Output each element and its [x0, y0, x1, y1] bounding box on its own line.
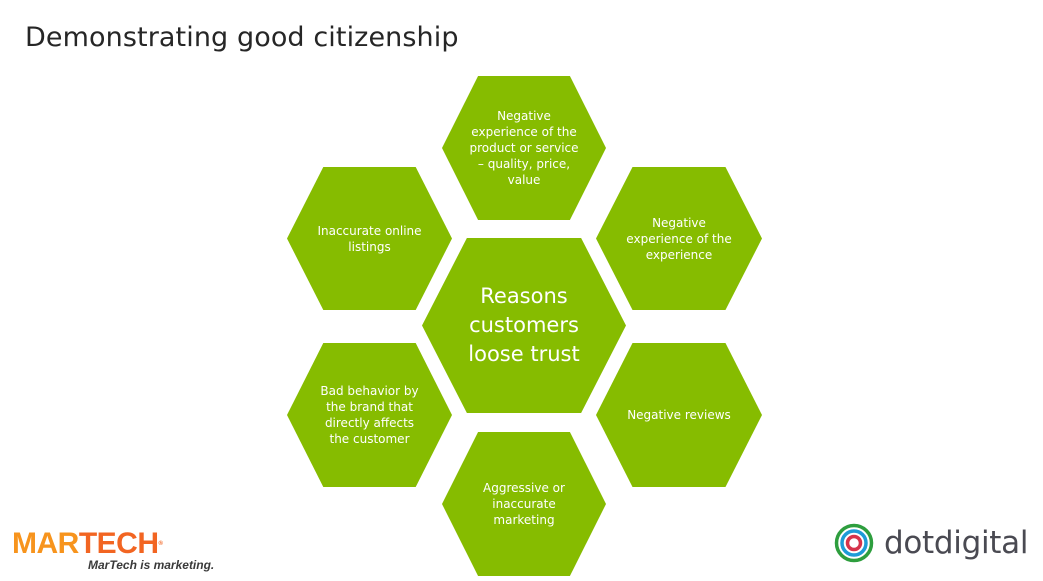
registered-mark: ®: [158, 541, 163, 547]
target-rings-icon: [834, 523, 874, 563]
martech-logo: MARTECH® MarTech is marketing.: [8, 527, 228, 577]
dotdigital-wordmark: dotdigital: [884, 525, 1029, 561]
hex-label: Bad behavior by the brand that directly …: [320, 384, 419, 446]
martech-tech: TECH: [78, 527, 159, 560]
hex-center-reasons: Reasons customers loose trust: [422, 238, 626, 413]
hex-product-experience: Negative experience of the product or se…: [442, 76, 606, 220]
hex-experience: Negative experience of the experience: [596, 167, 762, 310]
martech-tagline: MarTech is marketing.: [88, 558, 215, 572]
hex-label: Negative experience of the experience: [626, 215, 732, 262]
hex-aggressive-marketing: Aggressive or inaccurate marketing: [442, 432, 606, 576]
hex-label: Aggressive or inaccurate marketing: [483, 481, 565, 527]
hex-label: Negative reviews: [627, 408, 731, 422]
hex-center-label: Reasons customers loose trust: [468, 284, 580, 366]
hex-inaccurate-listings: Inaccurate online listings: [287, 167, 452, 310]
hex-bad-behavior: Bad behavior by the brand that directly …: [287, 343, 452, 487]
dotdigital-logo: dotdigital: [834, 520, 1028, 566]
hex-label: Negative experience of the product or se…: [469, 109, 579, 187]
slide-title: Demonstrating good citizenship: [25, 22, 459, 53]
martech-mar: MAR: [12, 527, 79, 560]
hex-label: Inaccurate online listings: [317, 223, 422, 254]
martech-wordmark: MARTECH®: [12, 527, 163, 561]
hex-negative-reviews: Negative reviews: [596, 343, 762, 487]
